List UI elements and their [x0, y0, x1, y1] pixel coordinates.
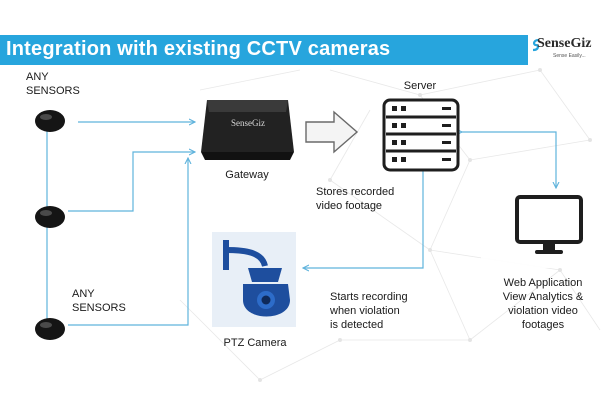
gateway-device-brand: SenseGiz — [231, 118, 265, 128]
label-server: Server — [403, 80, 437, 92]
logo-name: SenseGiz — [537, 36, 592, 51]
sensor-puck-icon — [35, 110, 65, 132]
monitor-icon — [481, 190, 599, 268]
label-sensors-bottom: ANY SENSORS — [72, 288, 126, 314]
ptz-camera-icon — [212, 232, 296, 327]
label-stores-footage: Stores recorded video footage — [316, 186, 395, 212]
server-rack-icon — [382, 98, 460, 172]
gray-arrow-icon — [305, 110, 359, 154]
connector-sensor3-gateway — [68, 158, 188, 326]
label-gateway: Gateway — [225, 169, 269, 181]
logo-mark-icon — [532, 38, 540, 52]
connector-sensor2-gateway — [68, 152, 195, 212]
sensor-puck-icon — [35, 318, 65, 340]
connector-server-webapp — [461, 132, 556, 188]
logo-tagline: Sense Easily... — [553, 53, 586, 59]
label-ptz-camera: PTZ Camera — [223, 337, 287, 349]
label-starts-recording: Starts recording when violation is detec… — [330, 291, 408, 331]
sensor-puck-icon — [35, 206, 65, 228]
gateway-device-icon — [201, 100, 294, 160]
title-bar: Integration with existing CCTV cameras — [0, 35, 528, 65]
brand-logo: SenseGiz Sense Easily... — [531, 36, 601, 66]
label-web-application: Web Application View Analytics & violati… — [502, 277, 584, 331]
slide-title: Integration with existing CCTV cameras — [6, 38, 391, 60]
connector-server-camera — [303, 170, 424, 268]
label-sensors-top: ANY SENSORS — [26, 71, 80, 97]
